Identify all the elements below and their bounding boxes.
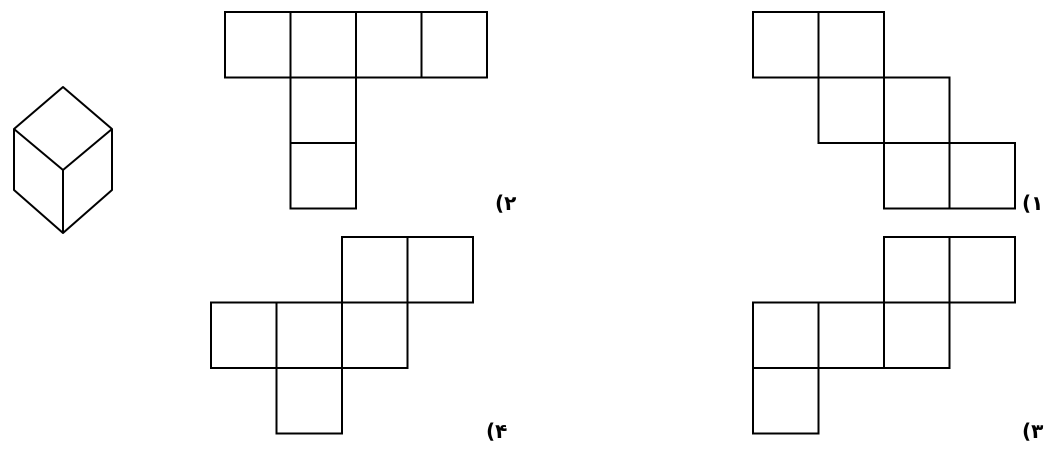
net-1 bbox=[752, 11, 1016, 210]
net-square bbox=[883, 301, 951, 369]
cube-drawing bbox=[13, 86, 113, 234]
net-4 bbox=[210, 236, 474, 435]
net-square bbox=[817, 301, 885, 369]
option-label-2: (۲ bbox=[495, 191, 517, 215]
net-square bbox=[289, 142, 357, 210]
cube-top-edges bbox=[13, 128, 113, 171]
net-square bbox=[275, 301, 343, 369]
net-square bbox=[341, 301, 409, 369]
option-label-1: (۱ bbox=[1022, 191, 1044, 215]
option-label-3: (۳ bbox=[1022, 419, 1044, 443]
net-square bbox=[752, 367, 820, 435]
net-square bbox=[420, 11, 488, 79]
net-square bbox=[883, 76, 951, 144]
net-square bbox=[817, 11, 885, 79]
net-square bbox=[817, 76, 885, 144]
net-square bbox=[275, 367, 343, 435]
net-square bbox=[355, 11, 423, 79]
option-label-4: (۴ bbox=[486, 419, 508, 443]
net-square bbox=[224, 11, 292, 79]
net-square bbox=[948, 236, 1016, 304]
net-square bbox=[752, 301, 820, 369]
net-square bbox=[948, 142, 1016, 210]
net-square bbox=[752, 11, 820, 79]
net-2 bbox=[224, 11, 488, 210]
net-3 bbox=[752, 236, 1016, 435]
net-square bbox=[341, 236, 409, 304]
net-square bbox=[883, 236, 951, 304]
net-square bbox=[406, 236, 474, 304]
net-square bbox=[289, 76, 357, 144]
net-square bbox=[883, 142, 951, 210]
net-square bbox=[289, 11, 357, 79]
net-square bbox=[210, 301, 278, 369]
